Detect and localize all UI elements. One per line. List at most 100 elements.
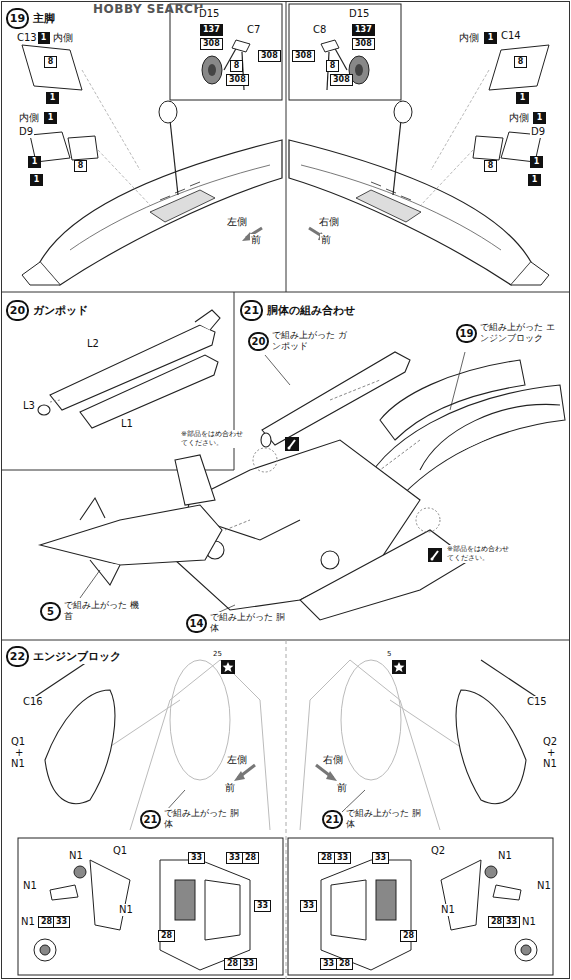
paint-number: 28: [321, 853, 332, 862]
part-label: 前: [224, 782, 236, 794]
paint-number: 1: [50, 93, 56, 102]
paint-number-box: 308: [292, 50, 315, 62]
paint-number: 1: [34, 175, 40, 184]
paint-number: 8: [518, 57, 524, 66]
part-label: C16: [22, 696, 44, 708]
step-number: 21: [240, 300, 263, 321]
paint-number-box: 33: [503, 916, 520, 928]
paint-number: 1: [41, 33, 47, 42]
paint-number-box: 308: [352, 38, 375, 50]
paint-number-box: 8: [484, 160, 497, 172]
part-label: 内側: [52, 32, 74, 44]
paint-number: 8: [234, 61, 240, 70]
paint-number: 1: [48, 113, 54, 122]
step-number: 20: [6, 300, 29, 321]
part-label: 5: [386, 650, 392, 658]
part-label: L1: [120, 418, 134, 430]
paint-number-box: 28: [336, 958, 353, 970]
paint-number: 308: [333, 75, 350, 84]
part-label: 内側: [18, 112, 40, 124]
paint-number-box: 28: [158, 930, 175, 942]
step-reference: 21で組み上がった 胴体: [140, 808, 244, 830]
part-label: Q2: [430, 845, 446, 857]
step-note: で組み上がった エンジンブロック: [480, 322, 560, 344]
paint-number-box: 33: [300, 900, 317, 912]
paint-number-box: 1: [528, 174, 541, 186]
part-label: C15: [526, 696, 548, 708]
part-label: 前: [336, 782, 348, 794]
paint-number-box: 1: [37, 32, 50, 44]
paint-number: 28: [245, 853, 256, 862]
paint-number: 33: [375, 853, 386, 862]
part-label: N1: [536, 880, 552, 892]
paint-number-box: 28: [242, 852, 259, 864]
paint-number-box: 33: [372, 852, 389, 864]
paint-number-box: 33: [240, 958, 257, 970]
part-label: N1: [20, 916, 36, 928]
paint-number: 8: [48, 57, 54, 66]
paint-number: 1: [537, 113, 543, 122]
paint-number-box: 1: [28, 156, 41, 168]
part-label: C8: [312, 24, 327, 36]
paint-number-box: 137: [352, 24, 375, 36]
part-label: 左側: [226, 216, 248, 228]
step-reference: 14で組み上がった 胴体: [186, 612, 290, 634]
paint-number-box: 1: [44, 112, 57, 124]
paint-number: 1: [520, 93, 526, 102]
part-label: C14: [500, 30, 522, 42]
step-title: ガンポッド: [33, 303, 88, 318]
paint-number: 8: [330, 61, 336, 70]
paint-number-box: 8: [514, 56, 527, 68]
paint-number: 33: [323, 959, 334, 968]
step-heading: 22エンジンブロック: [6, 646, 121, 667]
step-note: で組み上がった ガンポッド: [272, 330, 352, 352]
assembly-note: ※部品をはめ合わせてください。: [180, 430, 246, 448]
paint-number-box: 308: [226, 74, 249, 86]
part-label: N1: [22, 880, 38, 892]
paint-number-box: 137: [200, 24, 223, 36]
part-label: D15: [198, 8, 220, 20]
step-heading: 20 ガンポッド: [6, 300, 88, 321]
paint-number-box: 33: [53, 916, 70, 928]
step-title: 胴体の組み合わせ: [267, 303, 355, 318]
paint-number-box: 28: [318, 852, 335, 864]
paint-number: 33: [337, 853, 348, 862]
paint-number-box: 28: [224, 958, 241, 970]
paint-number-box: 1: [530, 156, 543, 168]
paint-number-box: 1: [30, 174, 43, 186]
paint-number-box: 28: [400, 930, 417, 942]
part-label: D15: [348, 8, 370, 20]
part-label: N1: [118, 904, 134, 916]
step-number: 21: [140, 810, 161, 829]
paint-number: 28: [491, 917, 502, 926]
part-label: D9: [530, 126, 546, 138]
part-label: 左側: [226, 754, 248, 766]
paint-number: 137: [203, 25, 220, 34]
paint-number: 33: [303, 901, 314, 910]
paint-number: 1: [32, 157, 38, 166]
step-heading: 21 胴体の組み合わせ: [240, 300, 355, 321]
paint-number-box: 308: [330, 74, 353, 86]
paint-number: 308: [229, 75, 246, 84]
part-label: 25: [212, 650, 223, 658]
paint-number: 8: [488, 161, 494, 170]
step-number: 22: [6, 646, 29, 667]
part-label: 内側: [458, 32, 480, 44]
paint-number: 308: [295, 51, 312, 60]
part-label: 右側: [322, 754, 344, 766]
step-reference: 5で組み上がった 機首: [40, 600, 144, 622]
step-reference: 19で組み上がった エンジンブロック: [456, 322, 560, 344]
step-number: 21: [322, 810, 343, 829]
part-label: Q1: [112, 845, 128, 857]
paint-number: 33: [229, 853, 240, 862]
assembly-note: ※部品をはめ合わせてください。: [446, 545, 512, 563]
paint-number: 28: [339, 959, 350, 968]
paint-number: 308: [203, 39, 220, 48]
step-number: 5: [40, 602, 61, 621]
paint-number-box: 308: [258, 50, 281, 62]
paint-number-box: 308: [200, 38, 223, 50]
paint-number-box: 8: [230, 60, 243, 72]
part-label: N1: [10, 758, 26, 770]
